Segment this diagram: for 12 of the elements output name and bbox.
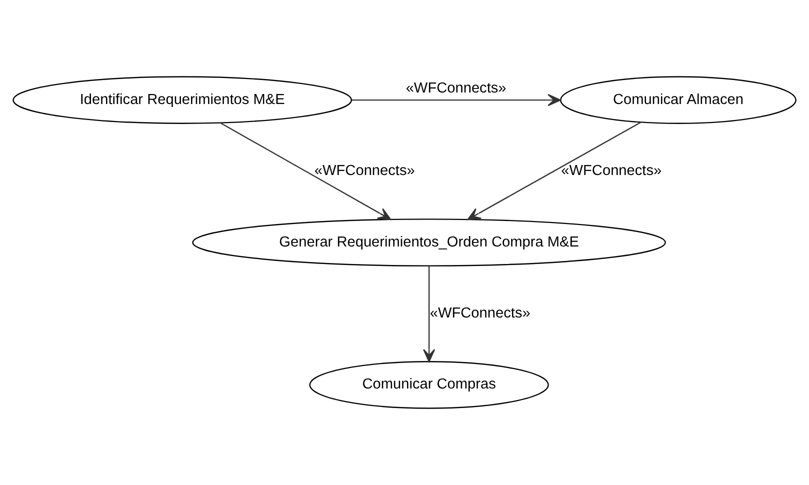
arrow	[220, 122, 392, 220]
node-ellipse: Identificar Requerimientos M&E	[12, 76, 352, 124]
edge-label: «WFConnects»	[561, 163, 662, 180]
arrow	[423, 266, 436, 362]
node-ellipse: Comunicar Almacen	[560, 76, 796, 124]
node-ellipse: Comunicar Compras	[309, 361, 549, 409]
edge-label: «WFConnects»	[406, 80, 506, 96]
edge-label: «WFConnects»	[430, 305, 530, 322]
arrow	[467, 122, 642, 220]
arrow	[352, 94, 561, 106]
edge-label: «WFConnects»	[314, 163, 415, 180]
node-ellipse: Generar Requerimientos_Orden Compra M&E	[192, 218, 666, 266]
